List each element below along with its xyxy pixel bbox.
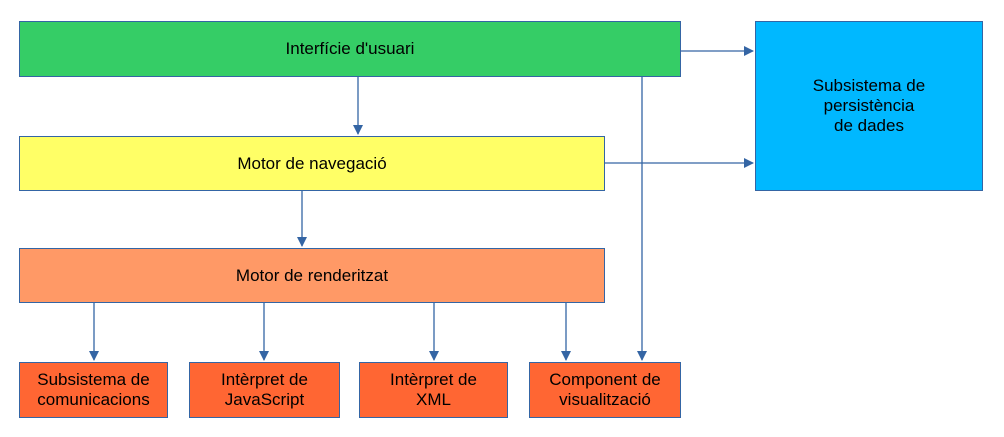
javascript-interpreter-box: Intèrpret de JavaScript: [189, 362, 340, 418]
networking-subsystem-box: Subsistema de comunicacions: [19, 362, 168, 418]
display-backend-box: Component de visualització: [529, 362, 681, 418]
browser-engine-box: Motor de navegació: [19, 136, 605, 191]
user-interface-box: Interfície d'usuari: [19, 21, 681, 77]
data-persistence-box: Subsistema de persistència de dades: [755, 21, 983, 191]
xml-interpreter-box: Intèrpret de XML: [359, 362, 508, 418]
rendering-engine-box: Motor de renderitzat: [19, 248, 605, 303]
